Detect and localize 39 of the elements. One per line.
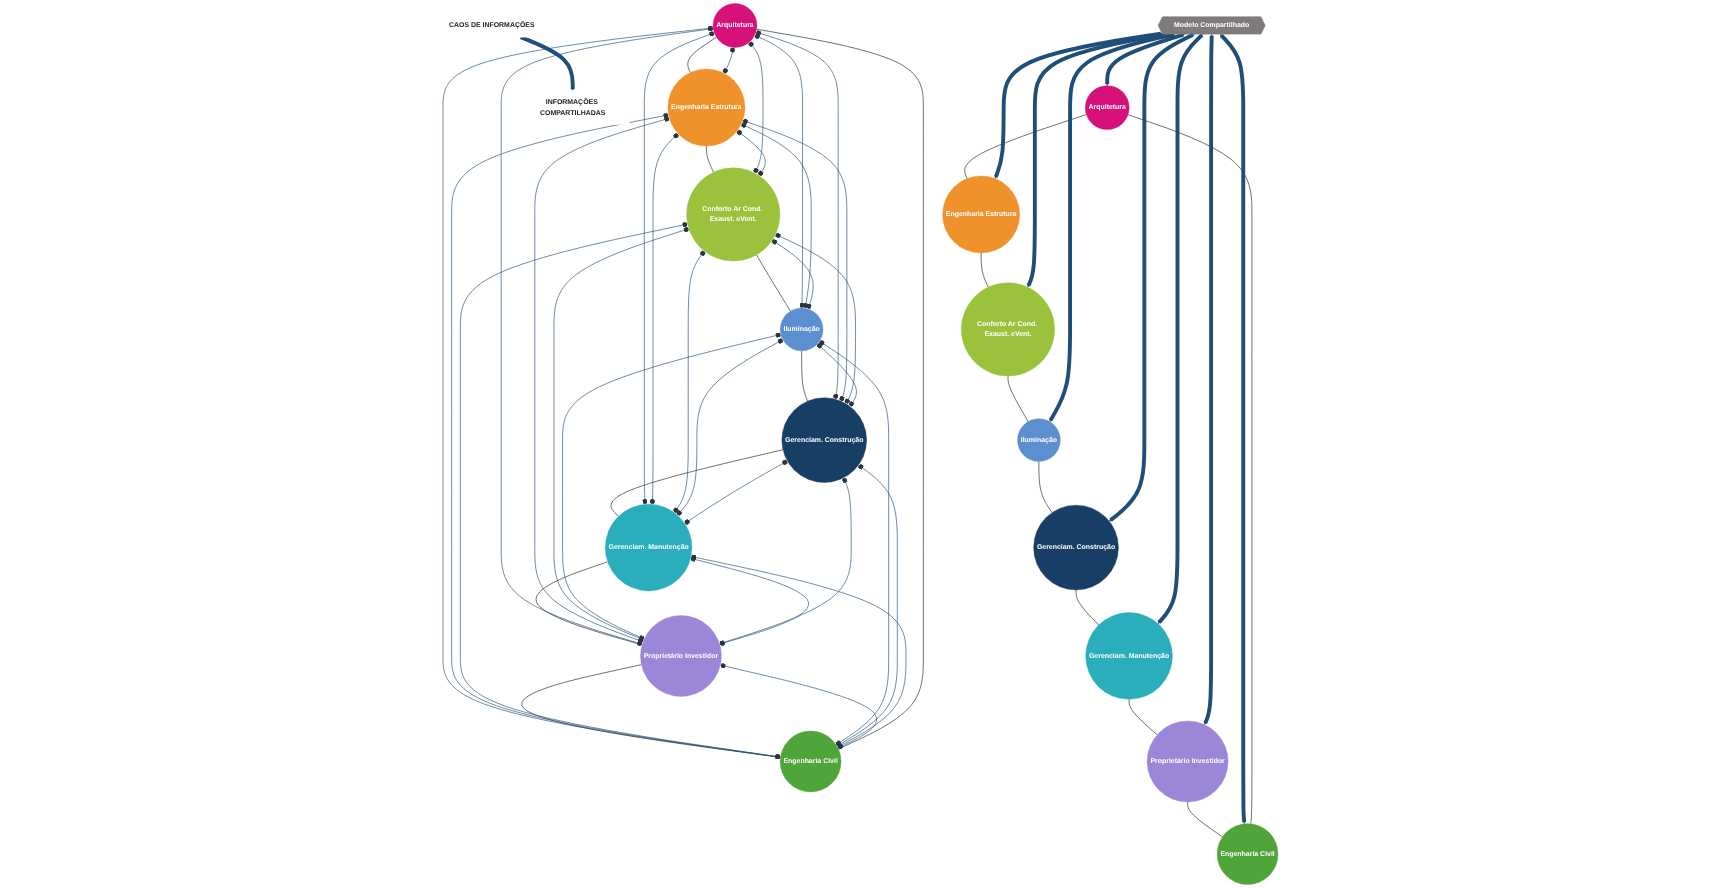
arrow [1219,34,1247,824]
connector [1075,589,1100,626]
connector [1127,114,1253,825]
arrow [519,35,575,91]
arrow [1105,32,1185,86]
node-circle [712,3,758,48]
connector [756,254,791,312]
node-circle [686,167,781,262]
node-circle [667,68,746,147]
connector [1007,375,1029,422]
arrow [1026,32,1167,288]
node-circle [1085,612,1173,700]
connector [535,561,643,646]
connector [687,36,717,73]
connector [980,252,989,288]
connector [610,449,784,517]
arrow [1048,32,1176,422]
connector [706,145,714,173]
node-circle [1085,85,1130,130]
connector [1038,461,1053,513]
node-circle [1146,720,1229,803]
connector [1128,699,1158,736]
arrow [1109,33,1195,522]
node-circle [605,503,693,592]
arrow [1157,33,1204,624]
node-circle [1033,504,1119,591]
node-circle [779,730,842,793]
connector [801,350,808,402]
node-circle [961,282,1055,377]
arrow [1203,34,1214,725]
node-circle [780,307,824,351]
connector [964,114,1087,179]
node-circle [1017,418,1061,462]
connector [1187,801,1223,838]
node-circle [942,175,1020,254]
arrow [994,31,1163,179]
node-circle [1216,823,1279,885]
node-circle [640,615,722,697]
node-circle [781,397,867,483]
